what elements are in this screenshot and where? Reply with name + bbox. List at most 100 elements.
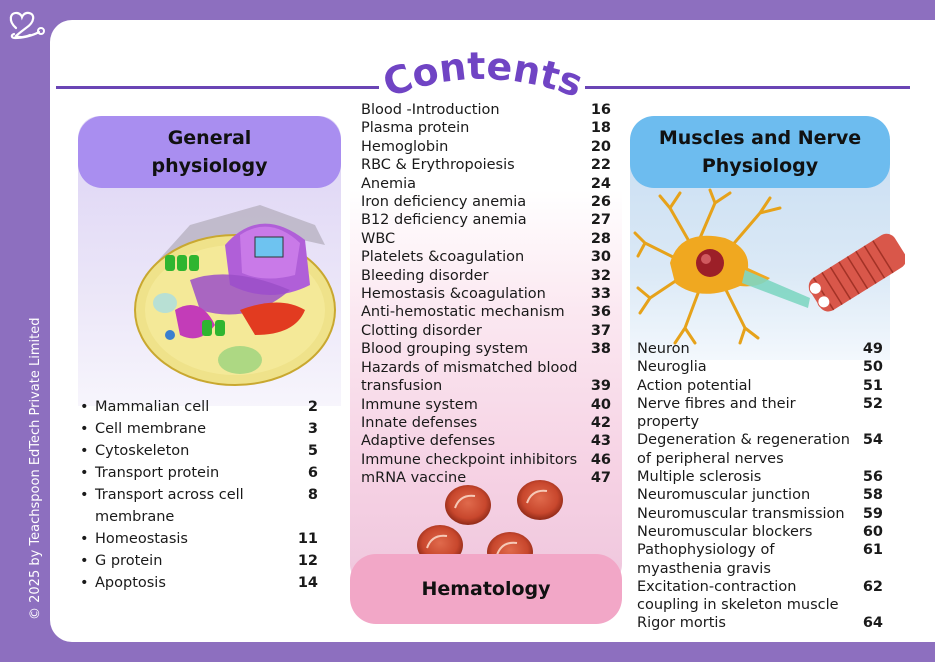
- toc-entry-page: 64: [862, 615, 883, 632]
- contents-page: Contents General physiology •Mammalian c…: [50, 20, 935, 642]
- bullet-icon: •: [80, 575, 89, 591]
- toc-entry-label: Neuroglia: [637, 359, 707, 376]
- toc-entry-page: 50: [862, 359, 883, 376]
- toc-entry-page: 49: [862, 341, 883, 357]
- bullet-icon: •: [80, 531, 89, 547]
- toc-entry-page: 33: [590, 286, 611, 303]
- toc-entry-page: 5: [307, 443, 318, 459]
- toc-entry-page: 61: [862, 542, 883, 559]
- toc-entry-page: 12: [297, 553, 318, 569]
- general-title-line1: General: [167, 127, 252, 149]
- page-title: Contents: [377, 40, 588, 110]
- toc-entry-label: Blood grouping system: [361, 341, 529, 358]
- toc-entry-page: 42: [590, 414, 611, 431]
- toc-entry-label: Anemia: [361, 175, 417, 192]
- toc-entry-page: 20: [590, 138, 611, 155]
- muscle-title-line2: Physiology: [701, 155, 819, 177]
- toc-entry-label: Neuromuscular junction: [637, 487, 811, 504]
- toc-entry[interactable]: Rigor mortis 64: [637, 614, 883, 632]
- toc-entry-label: Hemostasis &coagulation: [361, 286, 546, 303]
- toc-entry-label: Apoptosis: [95, 575, 166, 591]
- toc-entry-page: 60: [862, 523, 883, 540]
- toc-entry-page: 22: [590, 157, 611, 174]
- toc-entry-label: Bleeding disorder: [361, 267, 489, 284]
- toc-entry-label: Nerve fibres and their property: [637, 395, 796, 431]
- general-physiology-header: General physiology: [78, 116, 341, 188]
- toc-entry-label: Excitation-contraction coupling in skele…: [637, 578, 839, 614]
- toc-entry-page: 14: [297, 575, 318, 591]
- toc-entry-label: Blood -Introduction: [361, 102, 500, 118]
- toc-entry-label: Homeostasis: [95, 531, 188, 547]
- toc-entry[interactable]: Degeneration & regeneration of periphera…: [637, 431, 883, 468]
- toc-entry[interactable]: • Apoptosis 14: [78, 572, 318, 594]
- toc-entry-label: WBC: [361, 230, 396, 247]
- toc-entry-label: Rigor mortis: [637, 615, 726, 632]
- general-title-line2: physiology: [151, 155, 268, 177]
- toc-entry[interactable]: Excitation-contraction coupling in skele…: [637, 578, 883, 615]
- toc-entry[interactable]: Pathophysiology of myasthenia gravis 61: [637, 541, 883, 578]
- toc-entry-label: Action potential: [637, 377, 752, 394]
- mammalian-cell-illustration: [134, 205, 336, 386]
- toc-entry[interactable]: Neuroglia 50: [637, 358, 883, 376]
- toc-entry-label: Plasma protein: [361, 120, 470, 137]
- muscle-title-line1: Muscles and Nerve: [658, 127, 862, 149]
- title-rule-right: [585, 86, 910, 89]
- toc-entry-page: 51: [862, 377, 883, 394]
- toc-entry-label: RBC & Erythropoiesis: [361, 157, 515, 174]
- toc-entry[interactable]: Innate defenses 42: [361, 414, 611, 432]
- toc-entry-page: 54: [862, 432, 883, 449]
- toc-entry-page: 46: [590, 451, 611, 468]
- toc-entry[interactable]: RBC & Erythropoiesis 22: [361, 156, 611, 174]
- toc-entry-label: B12 deficiency anemia: [361, 212, 527, 229]
- toc-entry[interactable]: Neuron 49: [637, 340, 883, 358]
- toc-entry[interactable]: Hemostasis &coagulation 33: [361, 285, 611, 303]
- copyright-notice: © 2025 by Teachspoon EdTech Private Limi…: [28, 317, 43, 620]
- toc-entry-label: Adaptive defenses: [361, 433, 496, 450]
- hematology-header: Hematology: [350, 554, 622, 624]
- bullet-icon: •: [80, 487, 89, 503]
- bullet-icon: •: [80, 421, 89, 437]
- page-title-text: Contents: [377, 44, 588, 106]
- toc-entry-label: Multiple sclerosis: [637, 469, 762, 486]
- bullet-icon: •: [80, 553, 89, 569]
- toc-entry[interactable]: Action potential 51: [637, 377, 883, 395]
- toc-entry-label: Degeneration & regeneration of periphera…: [637, 432, 850, 467]
- toc-entry-label: Innate defenses: [361, 414, 478, 431]
- bullet-icon: •: [80, 465, 89, 481]
- toc-entry-page: 30: [590, 249, 611, 266]
- toc-entry-page: 3: [307, 421, 318, 437]
- toc-entry-label: Neuron: [637, 341, 690, 357]
- toc-entry-label: Pathophysiology of myasthenia gravis: [637, 542, 775, 577]
